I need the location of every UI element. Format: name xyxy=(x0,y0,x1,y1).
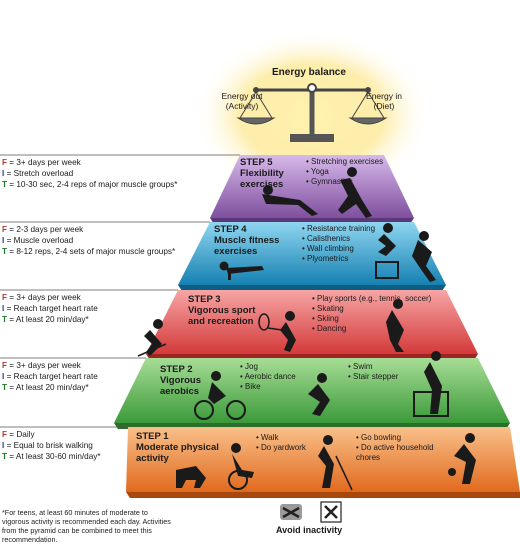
step-2-fit: F = 3+ days per week I = Reach target he… xyxy=(2,361,98,392)
teen-footnote: *For teens, at least 60 minutes of moder… xyxy=(2,508,171,544)
step-1-activities-a: Walk Do yardwork xyxy=(256,433,306,453)
step-3-fit: F = 3+ days per week I = Reach target he… xyxy=(2,293,98,324)
avoid-inactivity-label: Avoid inactivity xyxy=(276,525,343,535)
step-2-activities-b: Swim Stair stepper xyxy=(348,362,398,382)
step-4-fit: F = 2-3 days per week I = Muscle overloa… xyxy=(2,225,176,256)
energy-in-label: Energy in (Diet) xyxy=(366,91,402,111)
step-2-activities-a: Jog Aerobic dance Bike xyxy=(240,362,296,392)
tennis-figure-icon xyxy=(258,311,296,352)
yardwork-figure-icon xyxy=(318,435,353,491)
stair-stepper-figure-icon xyxy=(413,351,449,417)
step-3-activities: Play sports (e.g., tennis, soccer) Skati… xyxy=(312,294,431,334)
step-5-title: STEP 5 Flexibility exercises xyxy=(240,157,284,190)
bowling-figure-icon xyxy=(448,433,476,484)
stretching-figure-icon xyxy=(262,185,318,216)
step-1-fit: F = Daily I = Equal to brisk walking T =… xyxy=(2,430,101,461)
box-jump-figure-icon xyxy=(375,223,399,279)
climbing-figure-icon xyxy=(412,231,436,282)
step-1-activities-b: Go bowling Do active household chores xyxy=(356,433,452,463)
step-2-title: STEP 2 Vigorous aerobics xyxy=(160,364,201,397)
balance-scale-icon xyxy=(236,83,388,142)
step-4-activities: Resistance training Calisthenics Wall cl… xyxy=(302,224,375,264)
step-5-activities: Stretching exercises Yoga Gymnastics xyxy=(306,157,383,187)
fit-connector-lines xyxy=(0,154,240,428)
pushup-figure-icon xyxy=(219,261,264,280)
biking-figure-icon xyxy=(194,371,246,420)
energy-out-label: Energy out (Activity) xyxy=(221,91,263,111)
avoid-inactivity-icons xyxy=(280,501,342,523)
skiing-figure-icon xyxy=(137,319,167,357)
step-3-title: STEP 3 Vigorous sport and recreation xyxy=(188,294,256,327)
jogging-figure-icon xyxy=(308,373,330,416)
step-1-title: STEP 1 Moderate physical activity xyxy=(136,431,219,464)
energy-balance-title: Energy balance xyxy=(272,67,346,78)
step-4-title: STEP 4 Muscle fitness exercises xyxy=(214,224,280,257)
wheelchair-figure-icon xyxy=(228,443,254,490)
dog-walk-figure-icon xyxy=(176,466,206,488)
step-5-fit: F = 3+ days per week I = Stretch overloa… xyxy=(2,158,178,189)
